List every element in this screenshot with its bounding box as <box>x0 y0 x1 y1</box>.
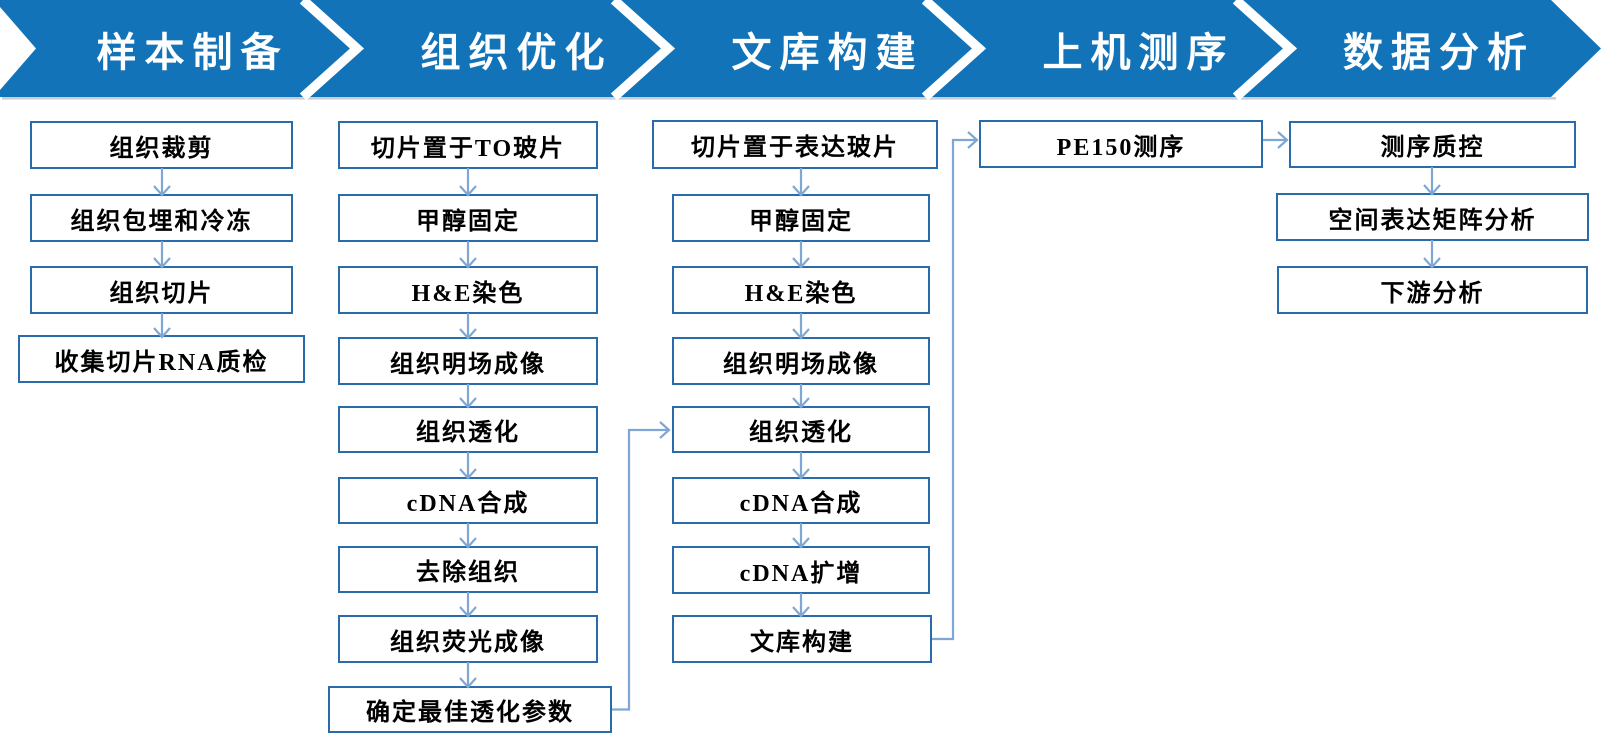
down-arrow-icon <box>459 384 477 409</box>
flow-step: cDNA合成 <box>338 477 598 524</box>
down-arrow-icon <box>153 241 171 269</box>
connector-arrow <box>1263 131 1289 149</box>
flow-step: 组织切片 <box>30 266 293 314</box>
flow-step: 甲醇固定 <box>338 194 598 242</box>
flow-step: 组织荧光成像 <box>338 615 598 663</box>
connector-arrow <box>612 421 671 711</box>
down-arrow-icon <box>792 593 810 618</box>
chevron-separator-icon <box>921 0 987 101</box>
banner-arrow-shape <box>0 0 1601 97</box>
down-arrow-icon <box>792 523 810 549</box>
flow-step: 去除组织 <box>338 546 598 593</box>
flow-step: 收集切片RNA质检 <box>18 335 305 383</box>
down-arrow-icon <box>153 168 171 197</box>
flow-step: 下游分析 <box>1277 266 1588 314</box>
down-arrow-icon <box>792 241 810 269</box>
flow-step: H&E染色 <box>338 266 598 314</box>
banner-shadow <box>2 97 1556 100</box>
down-arrow-icon <box>1423 240 1441 269</box>
flow-step: 组织明场成像 <box>338 337 598 385</box>
down-arrow-icon <box>459 168 477 197</box>
flow-step: 组织裁剪 <box>30 121 293 169</box>
flow-step: cDNA合成 <box>672 477 930 524</box>
connector-arrow <box>932 131 979 641</box>
down-arrow-icon <box>792 384 810 409</box>
down-arrow-icon <box>459 452 477 480</box>
flow-step: 文库构建 <box>672 615 932 663</box>
down-arrow-icon <box>459 313 477 340</box>
flow-step: cDNA扩增 <box>672 546 930 594</box>
flow-step: 组织明场成像 <box>672 337 930 385</box>
down-arrow-icon <box>459 662 477 689</box>
stage-header-sequencing: 上机测序 <box>1042 29 1235 75</box>
flow-step: 确定最佳透化参数 <box>328 686 612 733</box>
down-arrow-icon <box>1423 167 1441 196</box>
flow-step: 甲醇固定 <box>672 194 930 242</box>
flow-step: H&E染色 <box>672 266 930 314</box>
down-arrow-icon <box>792 452 810 480</box>
flow-step: PE150测序 <box>979 120 1263 168</box>
down-arrow-icon <box>459 592 477 618</box>
flow-step: 组织包埋和冷冻 <box>30 194 293 242</box>
stage-header-sample-prep: 样本制备 <box>96 29 289 75</box>
stage-header-data-analysis: 数据分析 <box>1343 29 1535 75</box>
stage-header-tissue-optim: 组织优化 <box>420 29 613 75</box>
down-arrow-icon <box>459 241 477 269</box>
chevron-separator-icon <box>610 0 676 101</box>
flow-step: 切片置于TO玻片 <box>338 121 598 169</box>
down-arrow-icon <box>153 313 171 339</box>
chevron-separator-icon <box>1232 0 1298 101</box>
down-arrow-icon <box>459 523 477 549</box>
flow-step: 切片置于表达玻片 <box>652 120 938 169</box>
stage-header-library-constr: 文库构建 <box>731 29 924 75</box>
flow-step: 组织透化 <box>672 406 930 453</box>
flow-step: 测序质控 <box>1289 121 1576 168</box>
stage-banner <box>0 0 1601 101</box>
flow-step: 组织透化 <box>338 406 598 453</box>
down-arrow-icon <box>792 313 810 340</box>
flow-step: 空间表达矩阵分析 <box>1276 193 1589 241</box>
down-arrow-icon <box>792 168 810 197</box>
chevron-separator-icon <box>299 0 365 101</box>
